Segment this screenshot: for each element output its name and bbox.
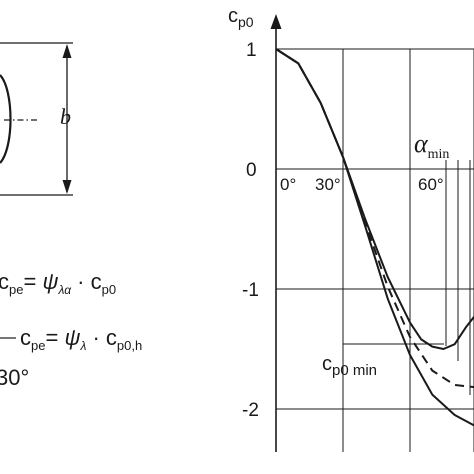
formula1-dot: · [71,269,91,294]
alpha-min-label: α [414,129,429,158]
cp0-min-label-sub: p0 min [332,362,377,379]
formula1-eq: = [23,269,42,294]
svg-text:cpe= ψλα · cp0: cpe= ψλα · cp0 [0,269,116,297]
chart: cp0 1 0 -1 -2 0° 30° 60° αmin cp0 mi [228,5,474,452]
svg-text:cp0 min: cp0 min [322,353,377,379]
formula1-psi-sub: λα [57,283,72,297]
formula2-lhs-sub: pe [31,338,45,353]
x-tick-labels: 0° 30° 60° [280,175,444,194]
formula1-psi: ψ [42,269,58,294]
series-line-2 [275,48,474,389]
formula1-lhs: c [0,269,9,294]
formula2-lhs: c [20,325,31,350]
formula2-dot: · [86,325,106,350]
formula1-rhs-sub: p0 [102,282,116,297]
chart-grid [276,48,474,452]
dimension-arrow-up [62,44,72,58]
series-line-1 [275,48,474,350]
y-tick-label: 1 [246,40,257,61]
formula2-rhs: c [106,325,117,350]
formula2-eq: = [45,325,64,350]
series-line-3 [275,48,474,427]
y-tick-labels: 1 0 -1 -2 [242,40,259,421]
y-tick-label: -1 [242,280,259,301]
y-axis-label-sub: p0 [238,14,254,30]
cylinder-sketch [0,74,38,164]
dimension-arrow-down [62,180,72,194]
formula2-psi-sub: λ [79,339,86,353]
chart-series [275,48,474,427]
y-tick-label: 0 [246,160,257,181]
x-tick-label: 30° [315,175,341,194]
formula-1: cpe= ψλα · cp0 [0,269,116,297]
alpha-min-annotation: αmin [414,129,471,395]
x-tick-label: 60° [418,175,444,194]
formula2-rhs-sub: p0,h [117,338,142,353]
svg-text:αmin: αmin [414,129,449,162]
svg-text:cp0: cp0 [228,5,254,30]
cp0-min-label: c [322,353,332,375]
y-tick-label: -2 [242,400,259,421]
svg-text:cpe= ψλ · cp0,h: cpe= ψλ · cp0,h [20,325,142,353]
dimension-label: b [60,104,71,129]
dimension-b: b [0,42,73,196]
angle-fragment: 30° [0,365,29,390]
alpha-min-label-sub: min [428,147,450,162]
y-axis-arrow [270,14,282,29]
cylinder-arc [0,74,12,164]
formula1-rhs: c [91,269,102,294]
formula2-psi: ψ [64,325,80,350]
y-axis-label: c [228,5,238,27]
y-axis: cp0 [228,5,282,452]
cp0-min-annotation: cp0 min [322,343,444,379]
formula1-lhs-sub: pe [9,282,23,297]
formula-2: cpe= ψλ · cp0,h 30° [0,325,142,390]
x-tick-label: 0° [280,175,296,194]
